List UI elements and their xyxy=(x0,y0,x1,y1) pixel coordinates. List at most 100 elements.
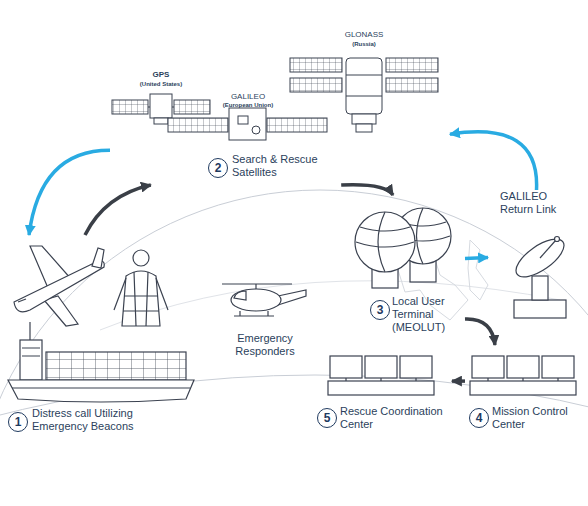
galileo-satellite xyxy=(252,126,260,134)
distress-stage: 1Distress call Utilizing Emergency Beaco… xyxy=(5,235,205,440)
person-life-vest xyxy=(122,271,160,326)
galileo-satellite xyxy=(229,108,266,140)
return-link-dish xyxy=(555,237,560,242)
return-link-dish xyxy=(532,276,548,300)
return-link-dish xyxy=(510,232,570,318)
helicopter xyxy=(278,290,306,305)
satellite-label: (Russia) xyxy=(352,41,376,47)
helicopter xyxy=(222,283,292,284)
signal-arrow xyxy=(452,379,465,383)
galileo-satellite xyxy=(267,118,327,132)
airplane xyxy=(92,248,104,268)
callout-number: 5 xyxy=(317,408,337,428)
mission-control-stage: 4Mission Control Center xyxy=(465,345,585,440)
rescue-center-consoles xyxy=(328,381,434,395)
mission-control-consoles xyxy=(472,356,504,378)
person-life-vest xyxy=(114,278,168,310)
stage-caption: Local User Terminal (MEOLUT) xyxy=(392,295,460,334)
earth xyxy=(468,240,488,300)
earth xyxy=(0,190,588,506)
container-ship xyxy=(22,348,40,356)
satellite-stage: 2Search & Rescue Satellites xyxy=(110,40,450,185)
container-ship xyxy=(8,322,194,402)
gps-satellite xyxy=(154,118,168,124)
return-link-dish xyxy=(540,240,556,258)
person-life-vest xyxy=(133,250,149,266)
helicopter xyxy=(231,289,281,311)
airplane xyxy=(14,261,104,312)
satellite-label: (European Union) xyxy=(223,102,273,108)
person-life-vest xyxy=(123,272,159,326)
galileo-satellite xyxy=(168,118,228,132)
responders-unit: Emergency Responders xyxy=(220,280,310,365)
stage-caption: Distress call Utilizing Emergency Beacon… xyxy=(32,407,162,433)
rescue-center-consoles xyxy=(365,356,397,378)
stage-caption: GALILEO Return Link xyxy=(500,190,574,216)
signal-arrow xyxy=(341,185,393,195)
terminal-stage: 3Local User Terminal (MEOLUT) xyxy=(345,195,465,336)
satellite-label: GLONASS xyxy=(345,30,384,39)
callout-number: 3 xyxy=(370,300,390,320)
person-life-vest xyxy=(114,250,168,326)
glonass-satellite xyxy=(386,58,438,72)
signal-arrow xyxy=(465,256,488,260)
return-link-dish xyxy=(514,300,566,318)
callout-number: 1 xyxy=(8,412,28,432)
airplane xyxy=(44,296,78,326)
helicopter xyxy=(222,284,306,316)
rescue-center-consoles xyxy=(346,378,416,381)
container-ship xyxy=(12,387,190,388)
signal-arrow xyxy=(465,319,495,345)
mission-control-consoles xyxy=(470,381,576,395)
radome-terminal xyxy=(355,212,415,272)
satellite-label: GPS xyxy=(153,70,170,79)
glonass-satellite xyxy=(346,58,382,114)
earth xyxy=(100,281,560,330)
signal-arrow xyxy=(29,150,110,235)
glonass-satellite xyxy=(290,78,342,92)
stage-caption: Search & Rescue Satellites xyxy=(232,153,324,179)
galileo-satellite xyxy=(168,108,327,140)
radome-terminal xyxy=(356,212,414,272)
glonass-satellite xyxy=(346,96,382,97)
rescue-center-consoles xyxy=(400,356,432,378)
glonass-satellite xyxy=(346,75,382,76)
glonass-satellite xyxy=(290,58,438,132)
container-ship xyxy=(29,322,30,340)
helicopter xyxy=(234,311,274,316)
signal-arrow xyxy=(85,185,151,235)
callout-number: 2 xyxy=(208,158,228,178)
mission-control-consoles xyxy=(507,356,539,378)
container-ship xyxy=(8,380,194,402)
airplane xyxy=(14,246,104,326)
container-ship xyxy=(46,352,186,380)
mission-control-consoles xyxy=(488,378,558,381)
callout-number: 4 xyxy=(469,408,489,428)
container-ship xyxy=(20,340,42,380)
rescue-center-stage: 5Rescue Coordination Center xyxy=(314,345,452,440)
mission-control-consoles xyxy=(470,356,576,395)
galileo-satellite xyxy=(238,116,248,124)
rescue-center-consoles xyxy=(328,356,434,395)
return-link-dish xyxy=(510,232,570,284)
satellite-label: (United States) xyxy=(140,81,182,87)
stage-caption: Emergency Responders xyxy=(220,332,310,358)
gps-satellite xyxy=(112,100,148,114)
satellite-label: GALILEO xyxy=(231,92,265,101)
glonass-satellite xyxy=(386,78,438,92)
radome-terminal xyxy=(355,208,451,288)
stage-caption: Rescue Coordination Center xyxy=(340,405,450,431)
glonass-satellite xyxy=(356,124,372,132)
rescue-center-consoles xyxy=(330,356,362,378)
gps-satellite xyxy=(174,100,210,114)
airplane xyxy=(18,299,26,302)
stage-caption: Mission Control Center xyxy=(492,405,580,431)
gps-satellite xyxy=(150,94,172,118)
glonass-satellite xyxy=(352,114,376,124)
earth xyxy=(0,190,588,506)
helicopter xyxy=(234,291,246,300)
glonass-satellite xyxy=(290,58,342,72)
mission-control-consoles xyxy=(542,356,574,378)
signal-arrow xyxy=(450,132,537,190)
